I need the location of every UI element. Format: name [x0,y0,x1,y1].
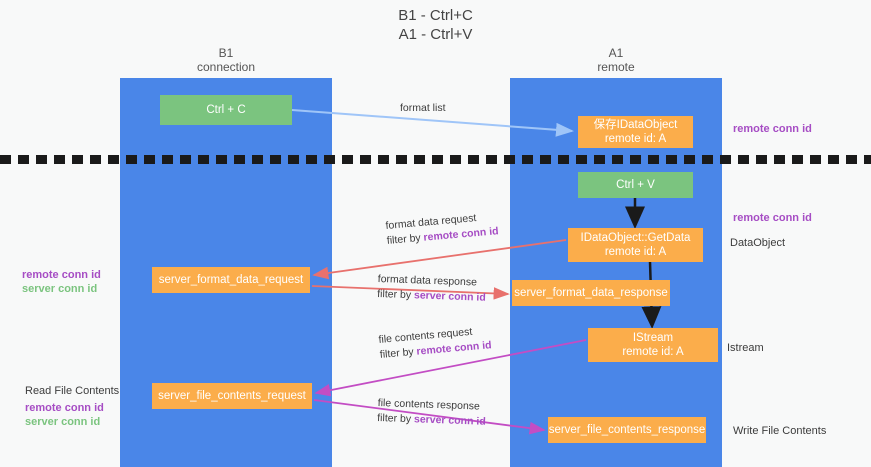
filter-key-server-conn-id: server conn id [413,289,486,304]
column-header-a1-name: A1 [608,46,624,60]
filter-key-server-conn-id: server conn id [413,413,486,428]
node-server-file-contents-request[interactable]: server_file_contents_request [152,383,312,409]
column-header-b1-name: B1 [218,46,234,60]
label-istream: Istream [727,342,764,354]
filter-prefix: filter by [386,231,425,247]
label-left-conn-ids-2: remote conn id server conn id [25,401,104,429]
title-line-1: B1 - Ctrl+C [398,7,473,24]
label-write-file-contents: Write File Contents [733,425,827,437]
node-save-idataobject-label: 保存IDataObject [593,119,678,131]
node-save-idataobject[interactable]: 保存IDataObject remote id: A [578,116,693,148]
column-header-b1: B1 connection [120,46,332,74]
node-istream[interactable]: IStream remote id: A [588,328,718,362]
node-server-file-contents-response[interactable]: server_file_contents_response [548,417,706,443]
label-left-conn-ids: remote conn id server conn id [22,268,101,296]
node-server-format-data-response-label: server_format_data_response [514,287,668,299]
page-title: B1 - Ctrl+C A1 - Ctrl+V [0,6,871,44]
phase-divider [0,155,871,164]
node-istream-label: IStream [632,332,674,344]
node-ctrl-v[interactable]: Ctrl + V [578,172,693,198]
node-server-file-contents-response-label: server_file_contents_response [548,424,706,436]
label-remote-conn-id-top: remote conn id [733,123,812,135]
node-idataobject-getdata[interactable]: IDataObject::GetData remote id: A [568,228,703,262]
column-header-b1-role: connection [196,60,256,74]
title-line-2: A1 - Ctrl+V [398,26,473,43]
edge-label-file-contents-response: file contents response filter by server … [377,396,487,430]
node-ctrl-c-label: Ctrl + C [206,104,246,116]
node-server-format-data-request[interactable]: server_format_data_request [152,267,310,293]
label-left-server-conn-id: server conn id [22,283,98,295]
node-ctrl-v-label: Ctrl + V [616,179,655,191]
edge-label-file-contents-response-line2: filter by server conn id [377,411,486,430]
label-remote-conn-id-mid: remote conn id [733,212,812,224]
node-idataobject-getdata-sub: remote id: A [604,246,667,258]
edge-label-format-data-response-line2: filter by server conn id [377,287,486,306]
edge-label-format-data-response: format data response filter by server co… [377,272,487,306]
filter-prefix: filter by [379,345,418,361]
label-left-remote-conn-id: remote conn id [22,269,101,281]
node-server-format-data-response[interactable]: server_format_data_response [512,280,670,306]
filter-prefix: filter by [377,287,415,302]
edge-label-format-list: format list [400,101,446,116]
edge-label-format-data-request: format data request filter by remote con… [385,209,499,249]
label-left2-server-conn-id: server conn id [25,416,101,428]
node-server-file-contents-request-label: server_file_contents_request [158,390,306,402]
node-ctrl-c[interactable]: Ctrl + C [160,95,292,125]
column-header-a1: A1 remote [510,46,722,74]
edge-label-format-list-line1: format list [400,102,446,114]
node-idataobject-getdata-label: IDataObject::GetData [580,232,691,244]
filter-prefix: filter by [377,411,415,426]
node-server-format-data-request-label: server_format_data_request [158,274,304,286]
node-save-idataobject-sub: remote id: A [604,133,667,145]
column-header-a1-role: remote [597,60,635,74]
label-dataobject: DataObject [730,237,786,249]
label-read-file-contents: Read File Contents [25,385,120,397]
edge-label-file-contents-request: file contents request filter by remote c… [378,323,492,363]
label-left2-remote-conn-id: remote conn id [25,402,104,414]
node-istream-sub: remote id: A [622,346,684,358]
